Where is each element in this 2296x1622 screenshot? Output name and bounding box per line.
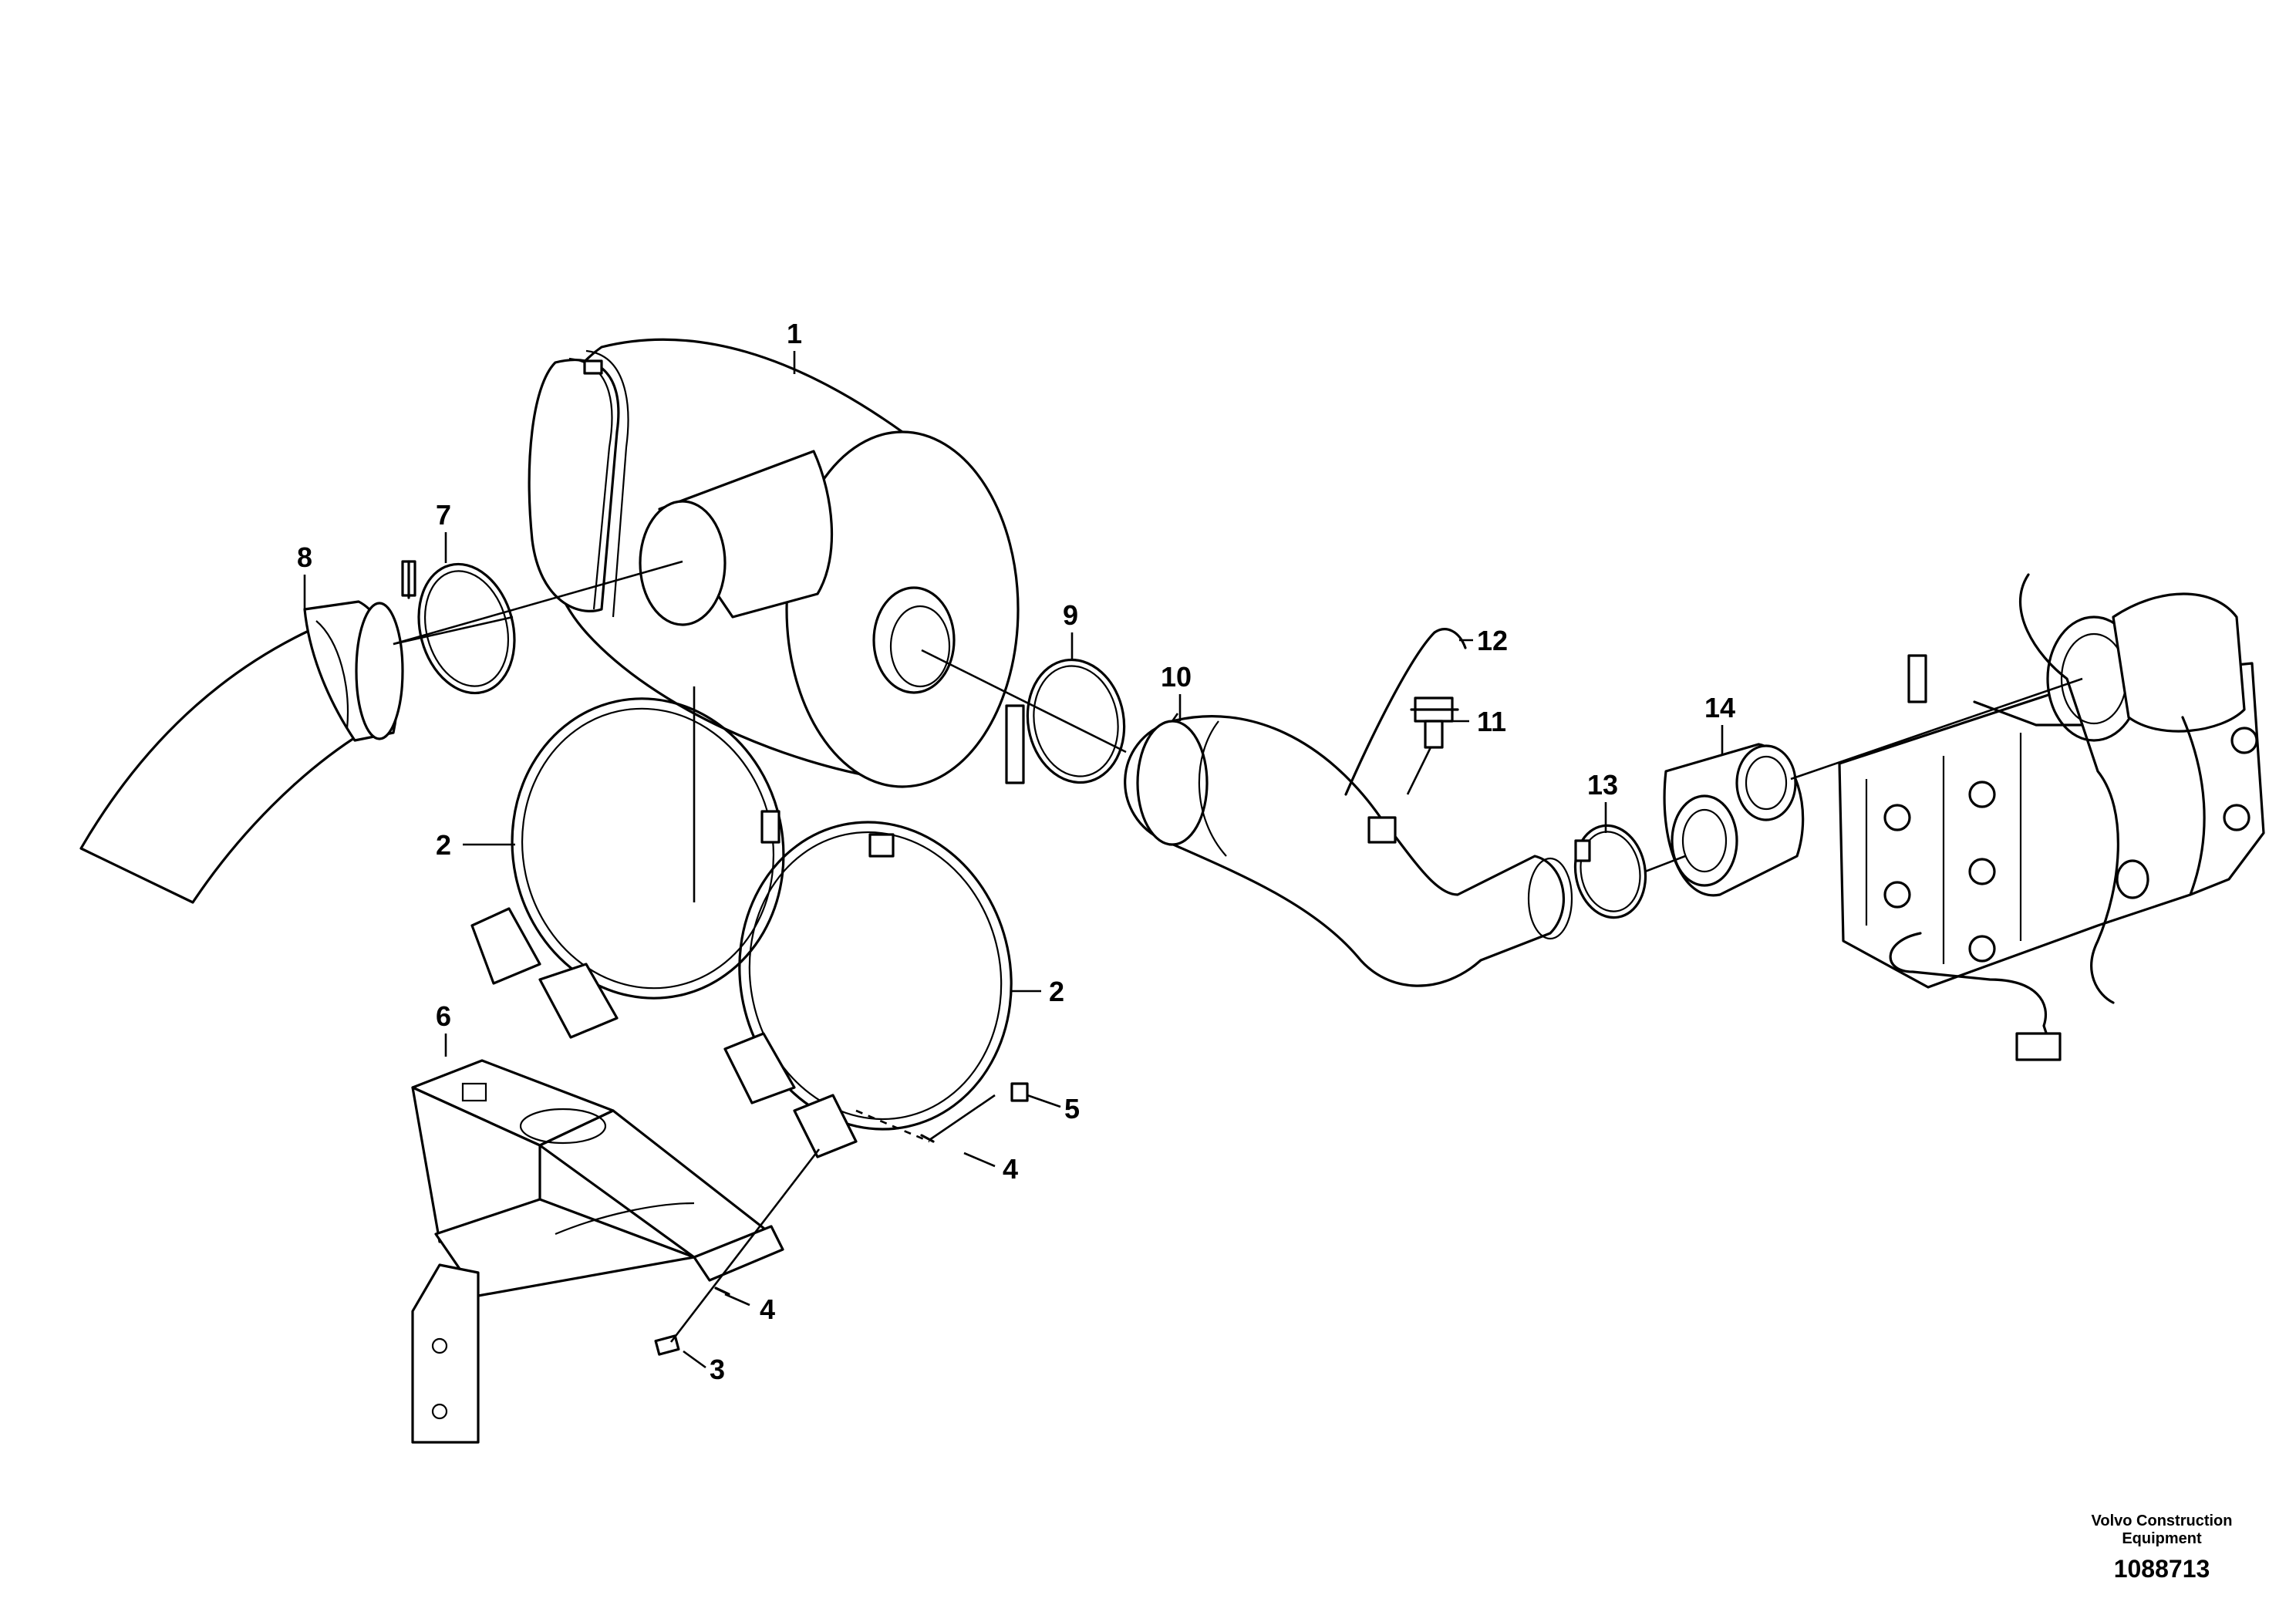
callout-11: 11 [1477,706,1506,737]
callout-4-upper: 4 [1003,1153,1018,1185]
callout-13: 13 [1587,769,1618,801]
part-2-mounting-band-right [723,821,1013,1158]
callout-8: 8 [297,541,312,573]
callout-2-left: 2 [436,829,451,861]
part-4-washer-upper [920,1134,935,1143]
part-7-hose-clamp [401,560,516,695]
brand-line-2: Equipment [2122,1530,2202,1547]
callout-4-lower: 4 [760,1293,775,1325]
drawing-number: 1088713 [2114,1555,2210,1583]
part-5-nut [1010,1082,1029,1102]
callout-14: 14 [1704,692,1735,723]
brand-line-1: Volvo Construction [2092,1512,2233,1529]
part-2-mounting-band-left [470,697,785,1039]
callout-10: 10 [1161,661,1192,693]
part-14-turbo-inlet [1663,743,1805,897]
footer: Volvo Construction Equipment 1088713 [2092,1512,2233,1583]
part-3-screw [654,1334,680,1356]
callout-5: 5 [1064,1093,1080,1125]
callout-2-right: 2 [1049,976,1064,1007]
part-10-hose [1124,715,1573,987]
callout-3: 3 [710,1354,725,1385]
part-8-intake-elbow [79,600,404,904]
callout-6: 6 [436,1000,451,1032]
part-11-sensor [1410,696,1459,749]
part-12-tube [1344,628,1467,796]
engine-assembly [1838,573,2265,1061]
callout-12: 12 [1477,625,1508,656]
callout-1: 1 [787,318,802,349]
callouts: 1 2 2 3 4 4 5 6 7 8 9 10 11 12 13 14 [297,318,1735,1385]
part-1-air-filter [528,338,1020,788]
callout-9: 9 [1063,599,1078,631]
leader-lines [303,351,2083,1369]
part-6-bracket [411,1059,784,1444]
part-13-hose-clamp [1573,824,1647,919]
part-4-washer-lower [714,1286,730,1296]
part-9-hose-clamp [1005,658,1126,784]
callout-7: 7 [436,499,451,531]
